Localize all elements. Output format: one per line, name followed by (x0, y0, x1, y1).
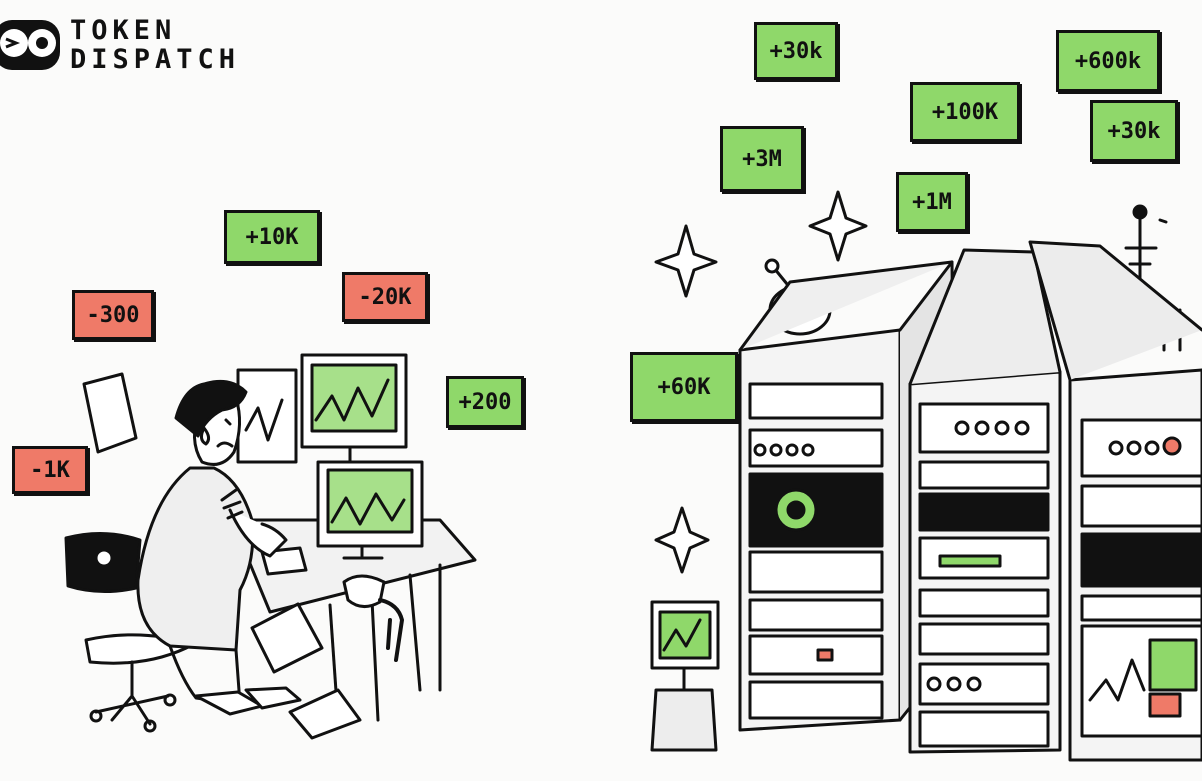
flying-paper (82, 372, 138, 454)
sweat-drop (199, 426, 211, 446)
monitor-stand (650, 688, 718, 752)
floor-paper (250, 602, 324, 674)
pnl-tag: -20K (342, 272, 428, 322)
trader-hand (220, 488, 244, 520)
token-dispatch-logo: TOKEN DISPATCH (0, 16, 240, 74)
pnl-tag: +10K (224, 210, 320, 264)
coffee-spill (378, 598, 404, 662)
pnl-tag: -300 (72, 290, 154, 340)
sparkle (808, 190, 868, 262)
pnl-tag: +30k (1090, 100, 1178, 162)
trader-hair (174, 379, 248, 438)
pnl-tag: +100K (910, 82, 1020, 142)
pnl-tag: +30k (754, 22, 838, 80)
desk-leg (408, 573, 422, 692)
trader-arm (228, 508, 288, 558)
logo-eyes-icon (0, 20, 60, 70)
floor-paper (288, 688, 362, 740)
desk-leg (370, 598, 380, 722)
logo-wordmark: TOKEN DISPATCH (70, 16, 240, 74)
monitor (236, 368, 298, 464)
pnl-tag: +60K (630, 352, 738, 422)
human-trader-scene (64, 353, 477, 740)
antenna (1124, 210, 1168, 332)
logo-line-2: DISPATCH (70, 44, 241, 75)
sparkle (654, 224, 718, 298)
logo-line-1: TOKEN (70, 15, 177, 46)
server-farm-scene (650, 190, 1202, 762)
pnl-tag: -1K (12, 446, 88, 494)
pnl-tag: +200 (446, 376, 524, 428)
pnl-tag: +3M (720, 126, 804, 192)
pnl-tag: +600k (1056, 30, 1160, 92)
trader-body (136, 466, 255, 652)
trader-shoe (244, 686, 302, 710)
coffee-cup (342, 574, 386, 608)
sparkle (654, 506, 710, 574)
chair-stem (94, 660, 170, 726)
trader-leg (168, 644, 242, 706)
pnl-tag: +1M (896, 172, 968, 232)
